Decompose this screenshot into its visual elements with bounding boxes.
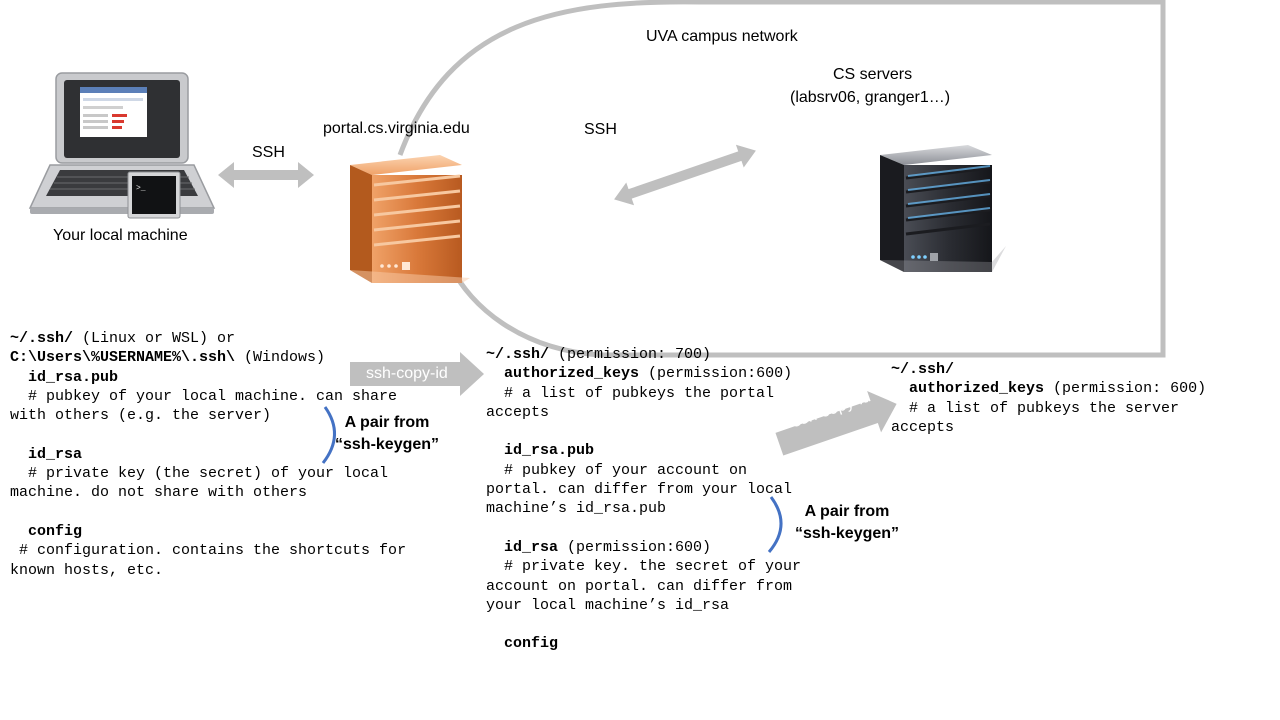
keypair-bracket-left [321,406,336,464]
portal-pubkey-desc: # pubkey of your account on portal. can … [486,461,793,518]
portal-pubkey-name: id_rsa.pub [504,442,595,460]
portal-config-name: config [504,635,559,653]
local-pubkey-name: id_rsa.pub [28,368,119,386]
local-machine-label: Your local machine [53,227,188,244]
keypair-bracket-right [767,496,783,553]
local-pubkey-desc: # pubkey of your local machine. can shar… [10,387,398,425]
svg-text:>_: >_ [136,184,146,193]
server-dir-path: ~/.ssh/ [891,361,955,378]
portal-auth-name: authorized_keys [504,365,640,383]
ssh-copy-id-label-1: ssh-copy-id [366,365,448,382]
portal-ssh-listing: ~/.ssh/ (permission: 700) authorized_key… [486,345,801,654]
cs-servers-hosts: (labsrv06, granger1…) [790,89,951,106]
portal-auth-perm: (permission:600) [639,365,793,383]
local-ssh-listing: ~/.ssh/ (Linux or WSL) or C:\Users\%USER… [10,329,406,580]
campus-network-label: UVA campus network [646,28,798,45]
local-win-note: (Windows) [235,349,326,367]
server-auth-desc: # a list of pubkeys the server accepts [891,399,1180,436]
server-auth-name: authorized_keys [909,380,1045,398]
local-config-name: config [28,522,83,540]
local-win-path: C:\Users\%USERNAME%\.ssh\ [10,349,236,367]
keypair-note-left: A pair from “ssh-keygen” [335,414,440,453]
local-config-desc: # configuration. contains the shortcuts … [10,542,407,579]
local-dir-note: (Linux or WSL) or [73,330,236,347]
portal-dir-note: (permission: 700) [549,346,712,363]
local-dir-path: ~/.ssh/ [10,330,74,347]
keypair-note-right: A pair from “ssh-keygen” [795,503,900,542]
ssh-label-left: SSH [252,144,285,161]
portal-privkey-desc: # private key. the secret of your accoun… [486,558,802,614]
ssh-label-right: SSH [584,121,617,138]
ssh-copy-id-arrow-1 [350,352,484,396]
cs-servers-title: CS servers [833,66,913,83]
ssh-arrow-left [218,162,314,188]
local-privkey-desc: # private key (the secret) of your local… [10,465,389,502]
server-auth-perm: (permission: 600) [1044,380,1207,398]
portal-server-icon [350,155,470,283]
server-ssh-listing: ~/.ssh/ authorized_keys (permission: 600… [891,360,1206,437]
portal-auth-desc: # a list of pubkeys the portal accepts [486,384,775,421]
ssh-copy-id-arrow-2 [775,390,897,456]
portal-host-label: portal.cs.virginia.edu [323,120,470,137]
portal-privkey-perm: (permission:600) [558,538,712,556]
laptop-icon: >_ [28,72,216,219]
cs-server-icon [880,145,1006,272]
portal-privkey-name: id_rsa [504,538,559,556]
ssh-arrow-right [614,144,756,206]
campus-network-boundary [397,0,1166,358]
local-privkey-name: id_rsa [28,445,83,463]
portal-dir-path: ~/.ssh/ [486,346,550,363]
